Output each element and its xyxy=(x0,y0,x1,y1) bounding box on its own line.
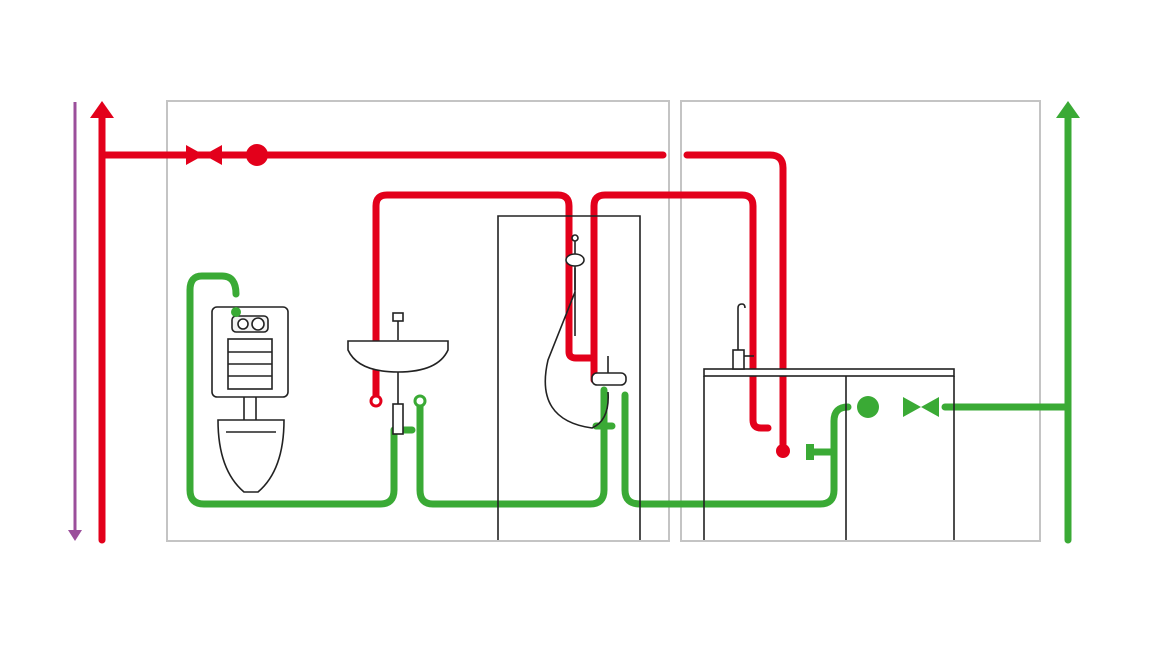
room-kitchen-frame xyxy=(680,100,1041,542)
cold-kitchen-outlet xyxy=(806,444,814,460)
room-frames xyxy=(166,100,1041,542)
cold-line-toilet xyxy=(186,272,414,508)
counter-cabinets xyxy=(703,376,955,540)
cold-water-pipes xyxy=(186,112,1072,544)
kitchen-tap-spout xyxy=(737,303,746,350)
hot-main-kitchen xyxy=(683,151,787,454)
cold-basin-connector xyxy=(413,394,427,408)
kitchen-counter xyxy=(703,368,955,540)
hot-branch-kitchen xyxy=(590,191,772,432)
circulation-arrow-down-icon xyxy=(68,530,82,541)
toilet-bowl xyxy=(217,419,285,493)
hot-kitchen-outlet xyxy=(776,444,790,458)
cold-gate-valve-icon xyxy=(903,397,939,417)
wall-toilet-icon xyxy=(211,306,289,493)
shower-rail-top xyxy=(571,234,579,242)
kitchen-tap-body xyxy=(732,349,745,370)
washbasin-icon xyxy=(347,312,449,435)
cold-line-shower-to-basin xyxy=(416,386,616,508)
basin-tap-body xyxy=(392,312,404,322)
cold-riser-arrow-up-icon xyxy=(1056,101,1080,118)
shower-icon xyxy=(544,234,627,429)
hot-branch-basin-shower xyxy=(372,191,594,401)
flush-button-large-icon xyxy=(251,317,265,331)
hot-pump-icon xyxy=(246,144,268,166)
kitchen-tap-icon xyxy=(732,303,754,370)
cold-line-kitchen-to-shower xyxy=(621,391,852,508)
room-bathroom-frame xyxy=(166,100,670,542)
basin-trap xyxy=(392,403,404,435)
flush-button-small-icon xyxy=(237,318,249,330)
shower-mixer xyxy=(591,372,627,386)
counter-top xyxy=(703,368,955,377)
basin-bowl xyxy=(347,340,449,373)
toilet-inlet xyxy=(231,307,241,317)
hot-gate-valve-icon xyxy=(186,145,222,165)
cold-pump-icon xyxy=(857,396,879,418)
shower-walls xyxy=(497,215,641,540)
shower-hose xyxy=(544,291,609,429)
shower-head xyxy=(565,253,585,267)
shower-enclosure xyxy=(497,215,641,540)
hot-basin-connector xyxy=(369,394,383,408)
hot-riser-arrow-up-icon xyxy=(90,101,114,118)
circulation-riser xyxy=(68,102,82,541)
